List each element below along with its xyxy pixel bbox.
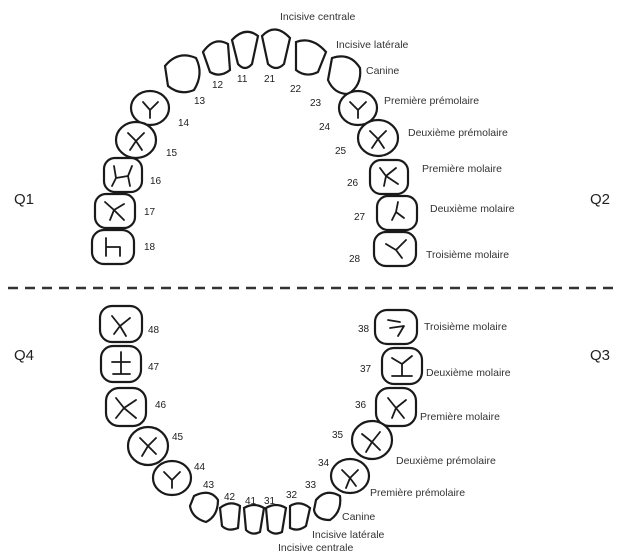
tooth-44 bbox=[153, 461, 191, 495]
label-premiere-molaire-lower: Première molaire bbox=[420, 411, 500, 423]
tooth-43 bbox=[190, 493, 218, 522]
label-incisive-laterale-lower: Incisive latérale bbox=[312, 529, 385, 541]
label-incisive-centrale-upper: Incisive centrale bbox=[280, 11, 355, 23]
tooth-number: 23 bbox=[310, 98, 322, 109]
tooth-42 bbox=[220, 503, 240, 529]
tooth-number: 27 bbox=[354, 212, 366, 223]
tooth-number: 38 bbox=[358, 324, 370, 335]
tooth-31 bbox=[266, 505, 286, 534]
tooth-14 bbox=[131, 91, 169, 125]
tooth-number: 36 bbox=[355, 400, 367, 411]
tooth-17 bbox=[95, 194, 135, 228]
tooth-45 bbox=[128, 427, 168, 465]
tooth-number: 18 bbox=[144, 242, 156, 253]
tooth-13 bbox=[165, 55, 200, 92]
tooth-number: 41 bbox=[245, 496, 257, 507]
label-deuxieme-molaire-lower: Deuxième molaire bbox=[426, 367, 511, 379]
tooth-38 bbox=[375, 310, 417, 344]
tooth-12 bbox=[203, 41, 230, 74]
quadrant-label-q2: Q2 bbox=[590, 191, 610, 208]
quadrant-label-q3: Q3 bbox=[590, 347, 610, 364]
tooth-11 bbox=[232, 32, 258, 68]
tooth-number: 21 bbox=[264, 74, 276, 85]
tooth-number: 26 bbox=[347, 178, 359, 189]
label-incisive-centrale-lower: Incisive centrale bbox=[278, 542, 353, 554]
label-deuxieme-premolaire-upper: Deuxième prémolaire bbox=[408, 127, 508, 139]
quadrant-label-q1: Q1 bbox=[14, 191, 34, 208]
tooth-number: 12 bbox=[212, 80, 224, 91]
tooth-23 bbox=[328, 56, 360, 94]
tooth-46 bbox=[106, 388, 146, 426]
tooth-number: 44 bbox=[194, 462, 206, 473]
label-incisive-laterale-upper: Incisive latérale bbox=[336, 39, 409, 51]
tooth-18 bbox=[92, 230, 134, 264]
label-troisieme-molaire-upper: Troisième molaire bbox=[426, 249, 509, 261]
tooth-number: 42 bbox=[224, 492, 236, 503]
tooth-number: 22 bbox=[290, 84, 302, 95]
tooth-number: 28 bbox=[349, 254, 361, 265]
label-canine-lower: Canine bbox=[342, 511, 375, 523]
tooth-number: 34 bbox=[318, 458, 330, 469]
tooth-33 bbox=[314, 493, 340, 520]
label-premiere-premolaire-upper: Première prémolaire bbox=[384, 95, 479, 107]
tooth-number: 46 bbox=[155, 400, 167, 411]
tooth-number: 48 bbox=[148, 325, 160, 336]
tooth-number: 33 bbox=[305, 480, 317, 491]
tooth-34 bbox=[331, 459, 369, 493]
tooth-number: 14 bbox=[178, 118, 190, 129]
tooth-number: 16 bbox=[150, 176, 162, 187]
tooth-27 bbox=[377, 196, 417, 230]
label-troisieme-molaire-lower: Troisième molaire bbox=[424, 321, 507, 333]
label-deuxieme-molaire-upper: Deuxième molaire bbox=[430, 203, 515, 215]
tooth-16 bbox=[104, 158, 142, 192]
tooth-number: 37 bbox=[360, 364, 372, 375]
tooth-number: 35 bbox=[332, 430, 344, 441]
tooth-number: 32 bbox=[286, 490, 298, 501]
tooth-number: 13 bbox=[194, 96, 206, 107]
tooth-number: 15 bbox=[166, 148, 178, 159]
label-canine-upper: Canine bbox=[366, 65, 399, 77]
tooth-35 bbox=[352, 421, 392, 459]
tooth-number: 31 bbox=[264, 496, 276, 507]
tooth-37 bbox=[382, 348, 422, 384]
tooth-number: 17 bbox=[144, 207, 156, 218]
tooth-28 bbox=[374, 232, 416, 266]
tooth-21 bbox=[262, 29, 290, 68]
tooth-36 bbox=[376, 388, 416, 426]
label-deuxieme-premolaire-lower: Deuxième prémolaire bbox=[396, 455, 496, 467]
tooth-48 bbox=[100, 306, 142, 342]
tooth-47 bbox=[101, 346, 141, 382]
tooth-number: 11 bbox=[237, 74, 248, 85]
tooth-25 bbox=[358, 120, 398, 156]
tooth-number: 25 bbox=[335, 146, 347, 157]
tooth-41 bbox=[244, 505, 264, 534]
tooth-number: 43 bbox=[203, 480, 215, 491]
label-premiere-premolaire-lower: Première prémolaire bbox=[370, 487, 465, 499]
tooth-15 bbox=[116, 122, 156, 158]
tooth-number: 45 bbox=[172, 432, 184, 443]
tooth-number: 47 bbox=[148, 362, 160, 373]
tooth-22 bbox=[296, 40, 326, 74]
quadrant-label-q4: Q4 bbox=[14, 347, 34, 364]
tooth-26 bbox=[370, 160, 408, 194]
label-premiere-molaire-upper: Première molaire bbox=[422, 163, 502, 175]
tooth-32 bbox=[290, 503, 310, 529]
tooth-number: 24 bbox=[319, 122, 331, 133]
